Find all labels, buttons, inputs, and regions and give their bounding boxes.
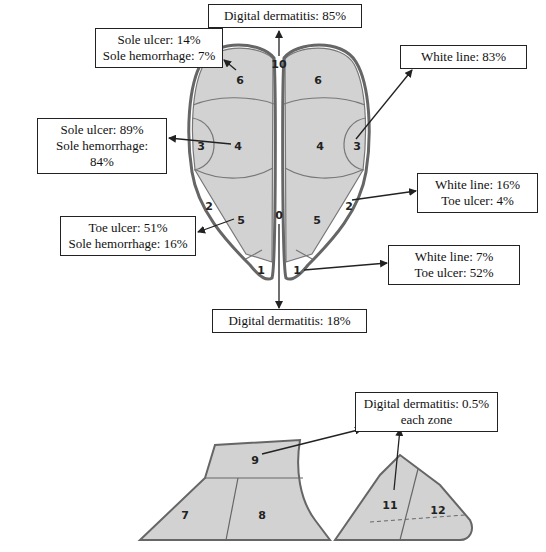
leader-arrow	[262, 429, 362, 454]
zone-number: 6	[236, 74, 244, 87]
callout-text: Toe ulcer: 4%	[441, 193, 514, 209]
zone-line	[344, 118, 366, 170]
callout-text: White line: 7%	[415, 249, 494, 265]
leader-arrow	[224, 60, 236, 70]
zone-number: 10	[271, 58, 286, 71]
callout-text: Sole hemorrhage: 7%	[103, 48, 216, 64]
zone-number: 1	[293, 264, 301, 277]
leader-arrow	[356, 70, 412, 139]
zone-line	[400, 469, 418, 540]
zone-number: 12	[430, 504, 445, 517]
callout-box: Toe ulcer: 51%Sole hemorrhage: 16%	[60, 216, 196, 256]
zone-line	[196, 168, 273, 178]
claw-mirror	[283, 45, 370, 279]
callout-text: White line: 16%	[435, 177, 520, 193]
claw-sole	[189, 45, 276, 279]
zone-line	[296, 250, 314, 260]
zone-line	[192, 118, 214, 170]
zone-number: 4	[234, 140, 242, 153]
zone-number: 2	[205, 200, 213, 213]
zone-number: 8	[258, 509, 266, 522]
zone-number: 5	[237, 214, 245, 227]
zone-line	[205, 477, 303, 478]
claw-base	[189, 45, 276, 279]
zone-line	[244, 250, 262, 260]
leader-arrow	[278, 31, 279, 56]
callout-box: Digital dermatitis: 18%	[212, 309, 367, 333]
leader-arrow	[304, 263, 387, 270]
zone-line	[284, 98, 365, 105]
zone-number: 11	[382, 499, 397, 512]
side-views	[140, 440, 472, 540]
zone-number: 3	[353, 140, 361, 153]
callout-text: Sole hemorrhage: 84%	[43, 138, 161, 170]
leader-arrow	[394, 429, 400, 490]
zone-line	[285, 168, 362, 178]
leader-arrow	[278, 224, 279, 308]
zone-number: 7	[181, 509, 189, 522]
callout-text: Digital dermatitis: 18%	[228, 313, 350, 329]
zone-number: 3	[197, 140, 205, 153]
callout-box: White line: 16%Toe ulcer: 4%	[417, 173, 538, 213]
callout-box: White line: 83%	[400, 45, 527, 69]
zone-line	[226, 478, 238, 540]
callout-text: Sole hemorrhage: 16%	[68, 236, 187, 252]
side-view-outline	[335, 455, 472, 540]
zone-number: 9	[251, 454, 259, 467]
callout-text: White line: 83%	[421, 49, 506, 65]
sole-area	[192, 48, 274, 262]
zone-number: 2	[345, 200, 353, 213]
zone-number: 1	[257, 264, 265, 277]
zone-line	[370, 515, 465, 522]
claw-outline	[189, 45, 276, 279]
callout-text: Toe ulcer: 51%	[88, 220, 167, 236]
callout-box: White line: 7%Toe ulcer: 52%	[388, 245, 520, 285]
callout-box: Digital dermatitis: 0.5% each zone	[355, 392, 498, 432]
callout-text: Toe ulcer: 52%	[414, 265, 493, 281]
claw-outline	[283, 45, 370, 279]
leader-arrow	[198, 219, 234, 232]
leader-arrow	[352, 191, 416, 200]
zone-number: 6	[314, 74, 322, 87]
zone-number: 4	[316, 140, 324, 153]
zone-number: 0	[275, 209, 283, 222]
zone-number: 5	[313, 214, 321, 227]
zone-line	[193, 98, 274, 105]
callout-text: Sole ulcer: 89%	[60, 122, 143, 138]
callout-box: Digital dermatitis: 85%	[208, 4, 362, 28]
side-view-outline	[140, 440, 330, 540]
claw-base	[283, 45, 370, 279]
callout-text: Digital dermatitis: 0.5% each zone	[361, 396, 492, 428]
callout-box: Sole ulcer: 14%Sole hemorrhage: 7%	[95, 28, 223, 68]
sole-area	[284, 48, 366, 262]
callout-box: Sole ulcer: 89%Sole hemorrhage: 84%	[37, 118, 167, 174]
callout-text: Sole ulcer: 14%	[117, 32, 200, 48]
callout-text: Digital dermatitis: 85%	[224, 8, 346, 24]
